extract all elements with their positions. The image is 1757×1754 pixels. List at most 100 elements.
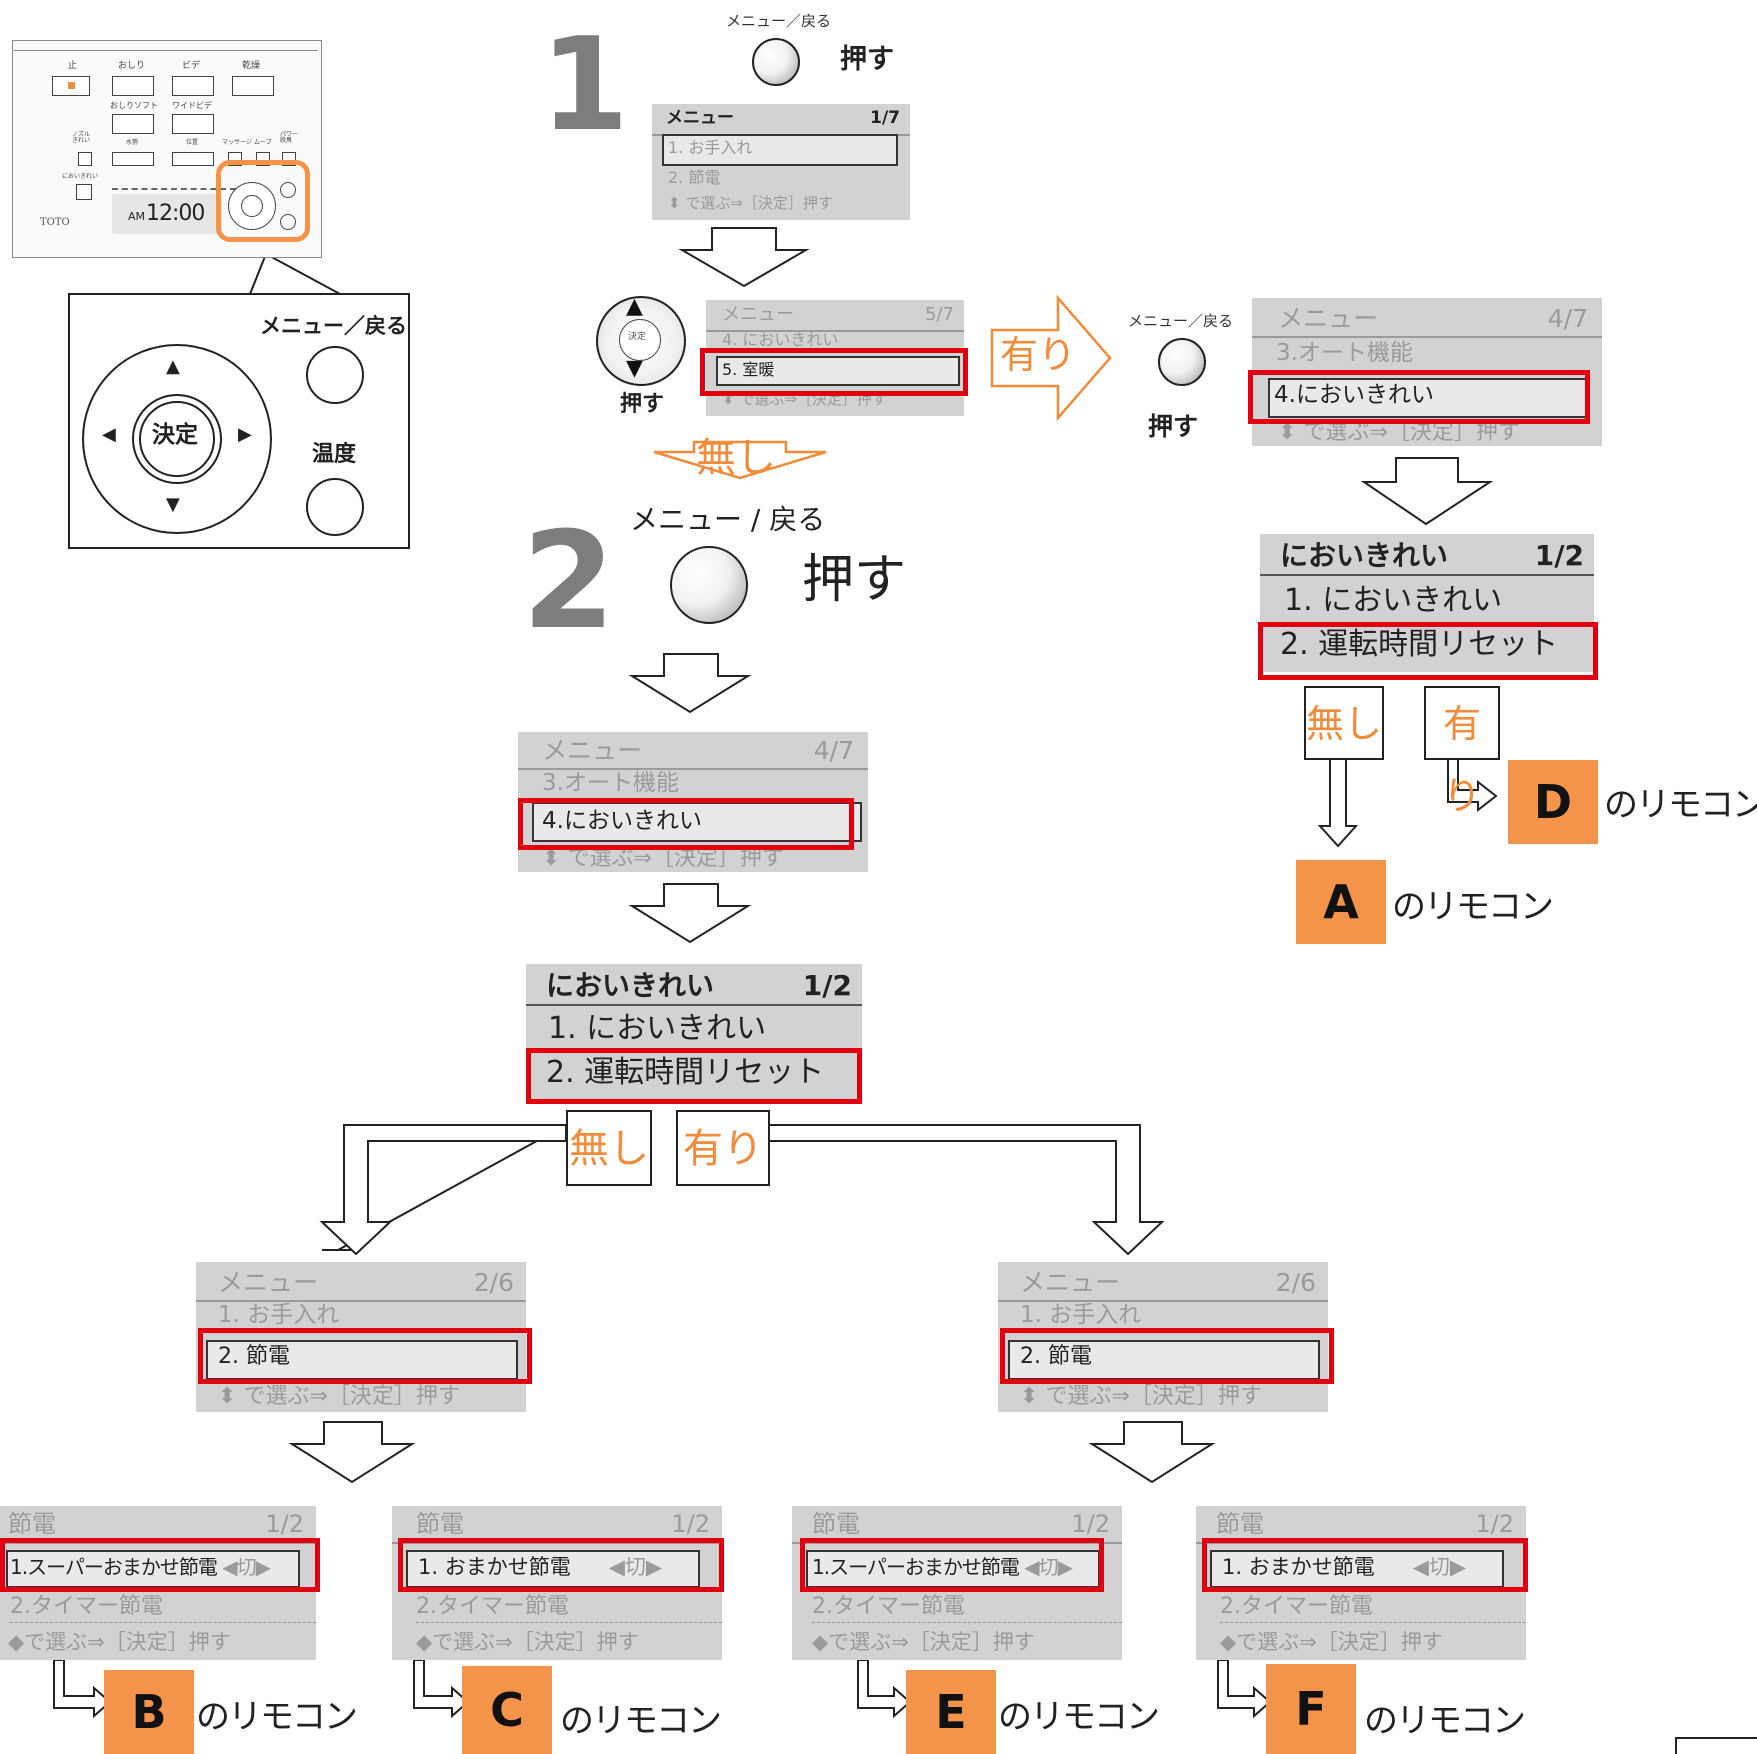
menu-item-care[interactable]: 1. お手入れ [218, 1302, 340, 1328]
screen-page: 2/6 [1275, 1268, 1316, 1297]
menu-item-timer[interactable]: 2.タイマー節電 [416, 1596, 722, 1623]
right-menu-button[interactable] [1158, 338, 1206, 386]
highlight-room-heater [700, 348, 968, 396]
wide-bidet-button[interactable] [172, 114, 214, 134]
pressure-stepper[interactable] [112, 152, 154, 166]
arrow-down-3 [628, 883, 752, 944]
updown-icon: ⬍ [218, 1384, 237, 1409]
menu-item-timer[interactable]: 2.タイマー節電 [1220, 1596, 1526, 1623]
menu-item-super-omakase[interactable]: 1.スーパーおまかせ節電 [10, 1555, 218, 1579]
value-selector[interactable]: ◀切▶ [608, 1555, 663, 1579]
screen-title: メニュー [666, 108, 734, 128]
step2-menu-button[interactable] [670, 546, 748, 624]
screen-title: においきれい [546, 969, 715, 1002]
screen-hint: で選ぶ⇒［決定］押す [24, 1630, 231, 1654]
zoom-menu-label: メニュー／戻る [260, 314, 407, 338]
menu-item-super-omakase[interactable]: 1.スーパーおまかせ節電 [812, 1555, 1020, 1579]
step-1-number: 1 [540, 11, 630, 160]
menu-item-nioi[interactable]: 1. においきれい [548, 1011, 767, 1046]
oshiri-button[interactable] [112, 76, 154, 96]
value-selector[interactable]: ◀切▶ [1018, 1555, 1073, 1579]
menu-item-nioi[interactable]: 1. においきれい [1284, 583, 1503, 618]
value-selector[interactable]: ◀切▶ [216, 1555, 271, 1579]
arrow-result-e [857, 1659, 912, 1719]
step1-press-label: 押す [840, 44, 894, 75]
remote-label-soft: おしりソフト [110, 101, 158, 110]
menu-item-omakase[interactable]: 1. おまかせ節電 [418, 1555, 571, 1579]
screen-title: メニュー [722, 304, 794, 325]
menu-item-care[interactable]: 1. お手入れ [668, 138, 753, 157]
position-stepper[interactable] [172, 152, 214, 166]
result-suffix-f: のリモコン [1364, 1701, 1526, 1741]
zoom-right-arrow-icon: ▶ [238, 424, 252, 445]
value-selector[interactable]: ◀切▶ [1412, 1555, 1467, 1579]
oshiri-soft-button[interactable] [112, 114, 154, 134]
updown-icon: ⬍ [542, 846, 561, 871]
zoom-menu-button[interactable] [306, 346, 364, 404]
menu-item-timer[interactable]: 2.タイマー節電 [812, 1596, 1122, 1623]
menu-item-power-save[interactable]: 2. 節電 [668, 168, 721, 187]
menu-item-auto[interactable]: 3.オート機能 [542, 770, 679, 796]
screen-title: 節電 [812, 1510, 860, 1538]
screen-hint: で選ぶ⇒［決定］押す [243, 1384, 460, 1409]
screen-page: 4/7 [1547, 304, 1588, 333]
arrow-down-2 [628, 653, 752, 714]
step1-menu-button[interactable] [752, 38, 800, 86]
dpad-small-icon: ◆ [416, 1630, 433, 1654]
menu-item-nioi[interactable]: 4.においきれい [542, 808, 702, 834]
right-menu-label: メニュー／戻る [1128, 312, 1234, 330]
zoom-enter-label: 決定 [152, 422, 198, 448]
result-badge-b: B [104, 1670, 194, 1754]
yes-arrow [990, 294, 1112, 422]
nioi-button[interactable] [76, 184, 92, 200]
menu-item-reset[interactable]: 2. 運転時間リセット [546, 1055, 825, 1090]
bidet-button[interactable] [172, 76, 214, 96]
nozzle-button[interactable] [78, 152, 92, 166]
dpad-enter-label: 決定 [628, 332, 647, 342]
result-suffix-d: のリモコン [1604, 785, 1757, 825]
remote-label-oshiri: おしり [118, 61, 146, 71]
stop-button[interactable] [52, 76, 90, 96]
highlight-reset-right [1258, 622, 1598, 680]
screen-title: メニュー [218, 1268, 319, 1297]
result-suffix-a: のリモコン [1392, 887, 1554, 927]
arrow-result-f [1217, 1659, 1272, 1719]
dry-button[interactable] [232, 76, 274, 96]
menu-item-auto[interactable]: 3.オート機能 [1276, 340, 1413, 366]
remote-enter-button[interactable] [241, 195, 263, 217]
step2-press-label: 押す [802, 550, 907, 610]
arrow-result-d [1447, 751, 1498, 813]
screen-title: メニュー [542, 736, 643, 765]
remote-menu-button[interactable] [280, 182, 296, 198]
screen-title: メニュー [1278, 304, 1379, 333]
arrow-result-a [1317, 751, 1359, 848]
menu-item-nioi[interactable]: 4. においきれい [722, 330, 839, 349]
remote-display [112, 194, 222, 234]
menu-item-nioi[interactable]: 4.においきれい [1274, 382, 1434, 408]
arrow-result-c [413, 1659, 470, 1719]
menu-item-omakase[interactable]: 1. おまかせ節電 [1222, 1555, 1375, 1579]
updown-icon: ⬍ [1020, 1384, 1039, 1409]
screen-title: においきれい [1280, 539, 1449, 572]
zoom-temp-button[interactable] [306, 478, 364, 536]
remote-temp-button[interactable] [280, 214, 296, 230]
screen-page: 1/2 [1534, 539, 1584, 572]
menu-item-reset[interactable]: 2. 運転時間リセット [1280, 627, 1559, 662]
arrow-down-5 [288, 1421, 416, 1484]
screen-page: 1/2 [1071, 1510, 1110, 1538]
remote-brand: TOTO [40, 217, 70, 228]
zoom-enter-button[interactable] [139, 401, 215, 477]
menu-item-care[interactable]: 1. お手入れ [1020, 1302, 1142, 1328]
menu-item-power-save[interactable]: 2. 節電 [218, 1344, 290, 1369]
menu-item-room-heater[interactable]: 5. 室暖 [722, 360, 775, 379]
menu-item-timer[interactable]: 2.タイマー節電 [10, 1596, 316, 1623]
menu-item-power-save[interactable]: 2. 節電 [1020, 1344, 1092, 1369]
highlight-super-omakase-e [800, 1538, 1104, 1592]
